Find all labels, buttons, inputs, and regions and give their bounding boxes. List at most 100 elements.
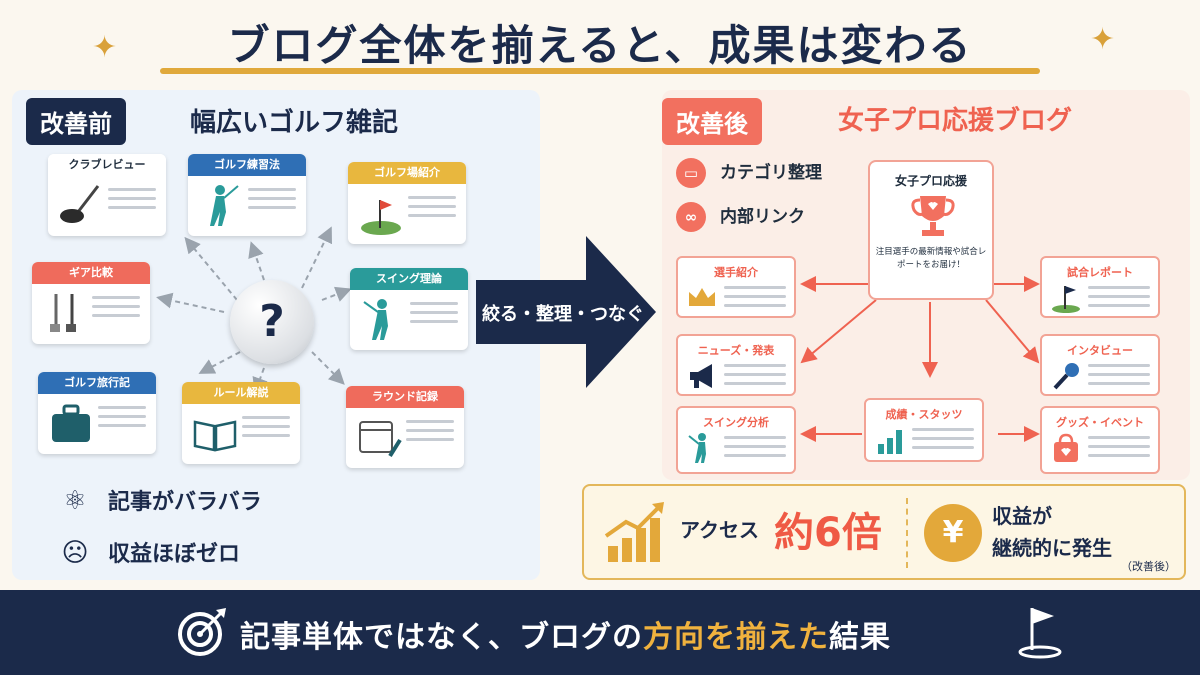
text-lines [242, 416, 290, 443]
shopping-bag-icon [1054, 433, 1078, 462]
card-label: ゴルフ場紹介 [348, 162, 466, 184]
topic-card-club-review: クラブレビュー [48, 154, 166, 236]
before-heading: 幅広いゴルフ雑記 [190, 108, 399, 138]
golf-hole-flag-icon [1018, 608, 1062, 659]
access-value: 約6倍 [774, 510, 882, 556]
golf-flag-icon [1052, 286, 1080, 313]
text-lines [724, 436, 786, 463]
card-label: スイング理論 [350, 268, 468, 290]
hub-card: 女子プロ応援 注目選手の最新情報や試合レポートをお届け！ [868, 160, 994, 300]
connector-lines [800, 276, 1040, 442]
category-card-swing-analysis: スイング分析 [676, 406, 796, 474]
card-label: グッズ・イベント [1056, 416, 1144, 429]
question-golf-ball: ? [230, 280, 314, 364]
card-label: インタビュー [1067, 344, 1133, 357]
atom-scatter-icon: ⚛ [63, 486, 87, 516]
access-label: アクセス [680, 518, 759, 542]
topic-card-rules: ルール解説 [182, 382, 300, 464]
text-lines [1088, 286, 1150, 313]
trophy-icon [911, 196, 955, 236]
bottom-message: 記事単体ではなく、ブログの方向を揃えた結果 [240, 612, 891, 656]
topic-card-round-log: ラウンド記録 [346, 386, 464, 468]
results-box: アクセス 約6倍 ¥ 収益が 継続的に発生 （改善後） [582, 484, 1186, 580]
after-heading: 女子プロ応援ブログ [838, 106, 1073, 136]
status-text: 記事がバラバラ [108, 490, 262, 515]
sad-face-icon: ☹ [61, 538, 89, 568]
status-text: 収益ほぼゼロ [108, 542, 241, 567]
before-panel: 改善前 幅広いゴルフ雑記 クラブレビュー [12, 90, 540, 580]
golfer-swing-icon [210, 185, 239, 226]
sparkle-icon: ✦ [1090, 22, 1116, 57]
text-lines [248, 188, 296, 215]
bottom-text-highlight: 方向を揃えた [643, 620, 829, 655]
growth-chart-icon [604, 502, 664, 562]
bottom-banner: 記事単体ではなく、ブログの方向を揃えた結果 [0, 590, 1200, 675]
text-lines [410, 302, 458, 329]
card-label: ルール解説 [182, 382, 300, 404]
calendar-pencil-icon [359, 421, 402, 458]
revenue-line2: 継続的に発生 [992, 536, 1112, 560]
crown-icon [689, 288, 715, 306]
text-lines [406, 420, 454, 447]
golfer-swing-icon [688, 433, 706, 463]
hub-title: 女子プロ応援 [894, 174, 967, 188]
status-no-revenue: ☹ 収益ほぼゼロ [58, 536, 240, 568]
status-scattered: ⚛ 記事がバラバラ [58, 484, 262, 516]
microphone-icon [1053, 363, 1079, 390]
category-card-players: 選手紹介 [676, 256, 796, 318]
golf-driver-icon [60, 185, 100, 223]
topic-card-swing-theory: スイング理論 [350, 268, 468, 350]
golf-irons-icon [50, 294, 76, 332]
card-label: ニューズ・発表 [697, 344, 775, 357]
text-lines [912, 428, 974, 455]
text-lines [108, 188, 156, 215]
legend-text: 内部リンク [720, 207, 805, 227]
card-label: 選手紹介 [714, 266, 758, 279]
title-area: ✦ ブログ全体を揃えると、成果は変わる ✦ [0, 0, 1200, 88]
yen-coin-icon: ¥ [924, 504, 982, 562]
suitcase-icon [52, 404, 90, 442]
text-lines [724, 286, 786, 313]
bottom-text-after: 結果 [829, 620, 891, 655]
link-icon: ∞ [676, 202, 706, 232]
topic-card-course: ゴルフ場紹介 [348, 162, 466, 244]
legend-internal-link: ∞ 内部リンク [676, 202, 805, 232]
card-label: ギア比較 [32, 262, 150, 284]
megaphone-icon [690, 364, 712, 388]
golfer-swing-icon [363, 299, 388, 340]
target-icon [178, 608, 226, 656]
bottom-text-before: 記事単体ではなく、ブログの [240, 620, 643, 655]
category-card-stats: 成績・スタッツ [864, 398, 984, 462]
legend-text: カテゴリ整理 [720, 163, 822, 183]
topic-card-gear: ギア比較 [32, 262, 150, 344]
category-card-interview: インタビュー [1040, 334, 1160, 396]
category-card-goods-events: グッズ・イベント [1040, 406, 1160, 474]
hub-description: 注目選手の最新情報や試合レポートをお届け！ [875, 247, 987, 270]
text-lines [1088, 364, 1150, 391]
card-label: クラブレビュー [48, 154, 166, 176]
text-lines [408, 196, 456, 223]
page-title: ブログ全体を揃えると、成果は変わる [227, 21, 973, 70]
text-lines [724, 364, 786, 391]
card-label: ゴルフ練習法 [188, 154, 306, 176]
card-label: ラウンド記録 [346, 386, 464, 408]
before-badge: 改善前 [26, 98, 126, 145]
transition-arrow [476, 236, 656, 388]
revenue-note: （改善後） [1121, 560, 1176, 573]
category-card-match-report: 試合レポート [1040, 256, 1160, 318]
sparkle-icon: ✦ [92, 30, 118, 65]
text-lines [98, 406, 146, 433]
bar-chart-icon [878, 430, 902, 454]
transition-label: 絞る・整理・つなぐ [482, 304, 644, 325]
revenue-text: 収益が 継続的に発生 [992, 500, 1112, 564]
open-book-icon [193, 420, 237, 452]
golf-course-flag-icon [361, 200, 401, 235]
text-lines [1088, 436, 1150, 463]
revenue-line1: 収益が [992, 504, 1052, 528]
legend-category: ▭カテゴリ整理 [676, 158, 822, 188]
card-label: スイング分析 [703, 416, 769, 429]
topic-card-travel: ゴルフ旅行記 [38, 372, 156, 454]
title-underline [160, 68, 1040, 74]
text-lines [92, 296, 140, 323]
category-card-news: ニューズ・発表 [676, 334, 796, 396]
